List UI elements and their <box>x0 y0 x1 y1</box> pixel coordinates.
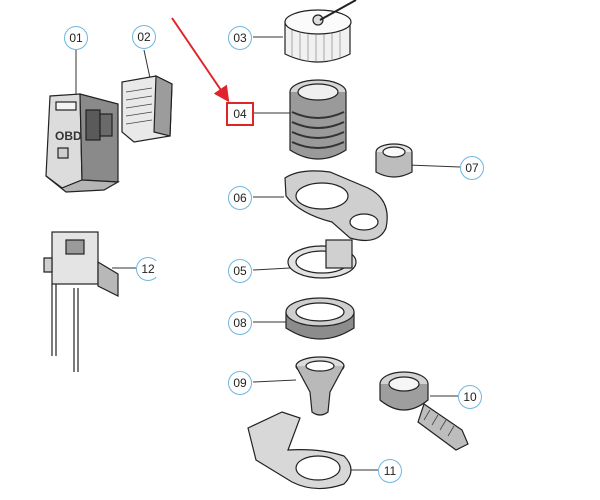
part-05-ring <box>287 239 357 279</box>
part-04-socket <box>289 79 347 160</box>
callout-02[interactable]: 02 <box>132 25 156 49</box>
part-02-connector <box>121 75 173 143</box>
callout-08[interactable]: 08 <box>228 311 252 335</box>
callout-06[interactable]: 06 <box>228 186 252 210</box>
part-01-obd-module <box>45 93 121 193</box>
callout-10[interactable]: 10 <box>458 385 482 409</box>
highlight-arrow <box>171 17 230 103</box>
callout-04-highlighted[interactable]: 04 <box>226 102 254 126</box>
callout-07[interactable]: 07 <box>460 156 484 180</box>
part-11-bracket <box>247 411 352 490</box>
obd-label: OBD <box>55 129 82 143</box>
part-10-elbow-tube <box>379 371 469 451</box>
part-08-nut-ring <box>285 297 355 340</box>
callout-09[interactable]: 09 <box>228 371 252 395</box>
part-03-cap <box>284 0 357 63</box>
part-06-gasket <box>284 170 388 241</box>
callout-05[interactable]: 05 <box>228 259 252 283</box>
callout-01[interactable]: 01 <box>64 26 88 50</box>
callout-03[interactable]: 03 <box>228 26 252 50</box>
callout-12[interactable]: 12 <box>136 257 160 281</box>
part-12-mount-clip <box>43 231 119 372</box>
part-09-funnel <box>295 356 345 416</box>
callout-11[interactable]: 11 <box>378 459 402 483</box>
part-07-nut <box>375 143 413 178</box>
